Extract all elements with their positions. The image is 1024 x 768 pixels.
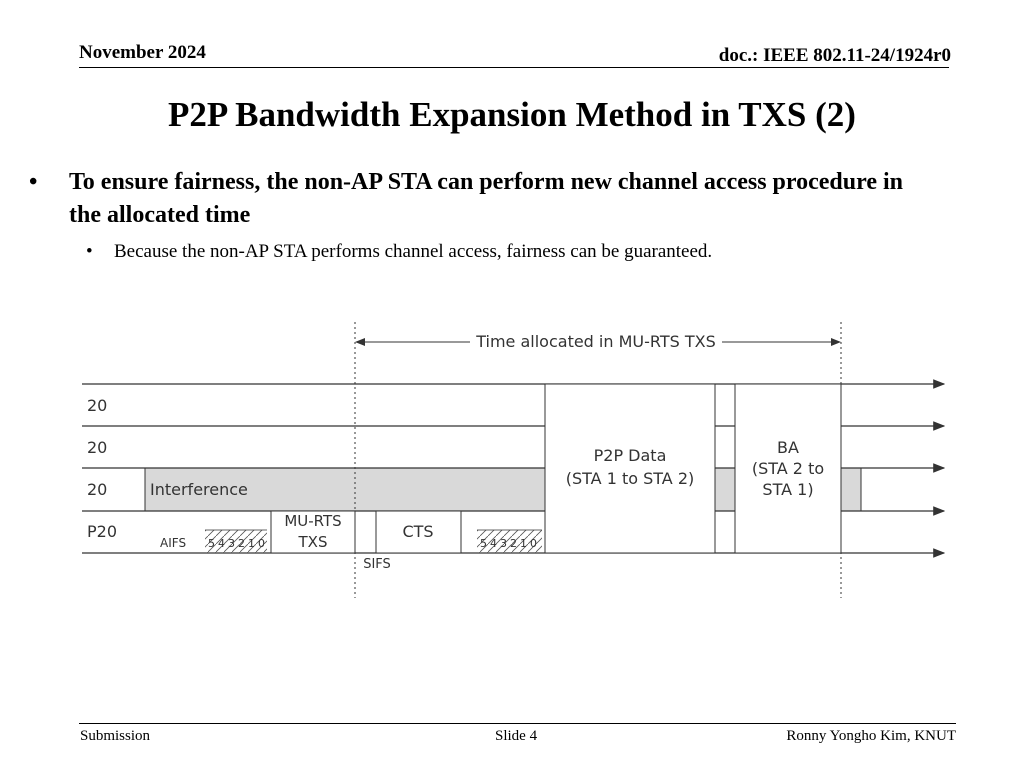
ba-block <box>734 383 842 554</box>
bullet-dot: • <box>29 169 38 195</box>
mu-rts-label: TXS <box>298 533 328 551</box>
backoff-slots <box>205 530 267 553</box>
slide-title: P2P Bandwidth Expansion Method in TXS (2… <box>168 95 856 134</box>
header-divider <box>79 67 949 68</box>
backoff-number: 1 <box>520 537 527 550</box>
header-doc-id: doc.: IEEE 802.11-24/1924r0 <box>718 45 951 66</box>
footer-author: Ronny Yongho Kim, KNUT <box>786 728 956 744</box>
p2p-data-block <box>544 383 716 554</box>
p2p-data-label: (STA 1 to STA 2) <box>566 469 695 488</box>
ba-label: BA <box>777 438 799 457</box>
channel-label: 20 <box>87 480 107 499</box>
time-allocated-label: Time allocated in MU-RTS TXS <box>475 332 716 351</box>
mu-rts-txs-block <box>270 510 356 554</box>
mu-rts-label: MU-RTS <box>284 512 341 530</box>
cts-block <box>375 510 462 554</box>
interference-block <box>715 468 735 511</box>
interference-block <box>841 468 861 511</box>
bullet-dot: • <box>86 241 93 262</box>
bullet-sub: • Because the non-AP STA performs channe… <box>86 240 986 264</box>
backoff-slots <box>477 530 542 553</box>
sifs-label: SIFS <box>363 557 391 572</box>
backoff-numbers: 5 4 3 2 1 0 <box>208 537 265 550</box>
backoff-number: 2 <box>510 537 517 550</box>
channel-label: 20 <box>87 396 107 415</box>
backoff-number: 4 <box>490 537 497 550</box>
ba-label: (STA 2 to <box>752 459 824 478</box>
backoff-number: 2 <box>238 537 245 550</box>
channel-label: 20 <box>87 438 107 457</box>
backoff-number: 1 <box>248 537 255 550</box>
footer-slide-number: Slide 4 <box>495 728 538 744</box>
bullet-main-text: To ensure fairness, the non-AP STA can p… <box>69 169 904 228</box>
footer-submission: Submission <box>80 728 151 744</box>
footer-divider <box>79 723 956 724</box>
ba-label: STA 1) <box>762 480 813 499</box>
aifs-label: AIFS <box>160 536 186 550</box>
header-date: November 2024 <box>79 42 206 63</box>
cts-label: CTS <box>402 522 433 541</box>
channel-label: P20 <box>87 522 117 541</box>
p2p-data-label: P2P Data <box>594 446 667 465</box>
interference-label: Interference <box>150 480 248 499</box>
backoff-number: 3 <box>500 537 507 550</box>
backoff-number: 5 <box>480 537 487 550</box>
backoff-number: 4 <box>218 537 225 550</box>
backoff-number: 5 <box>208 537 215 550</box>
backoff-numbers: 5 4 3 2 1 0 <box>480 537 537 550</box>
bullet-main: • To ensure fairness, the non-AP STA can… <box>29 166 929 232</box>
backoff-number: 0 <box>530 537 537 550</box>
interference-block <box>145 468 545 511</box>
bullet-sub-text: Because the non-AP STA performs channel … <box>114 241 713 262</box>
backoff-number: 0 <box>258 537 265 550</box>
backoff-number: 3 <box>228 537 235 550</box>
